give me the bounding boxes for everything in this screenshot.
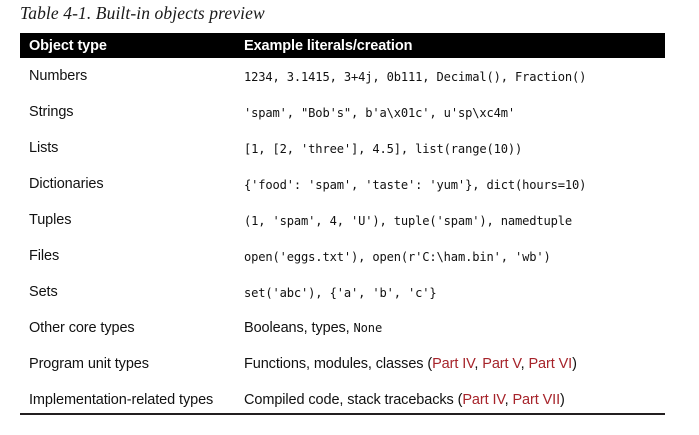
- code-literal: (1, 'spam', 4, 'U'),: [244, 213, 387, 228]
- cell-example-literals: [1, [2, 'three'], 4.5], list(range(10)): [242, 141, 665, 156]
- cell-example-literals: 1234, 3.1415, 3+4j, 0b111, Decimal(), Fr…: [242, 69, 665, 84]
- cell-object-type: Lists: [29, 140, 59, 156]
- cell-example-literals: Functions, modules, classes (Part IV, Pa…: [242, 356, 665, 372]
- code-literal: dict(hours=10): [479, 177, 587, 192]
- table-row: Other core types Booleans, types, None: [20, 310, 665, 346]
- example-text: Booleans, types,: [244, 320, 354, 336]
- column-header-object-type: Object type: [29, 37, 107, 54]
- cell-object-type: Implementation-related types: [29, 392, 214, 408]
- cell-object-type: Dictionaries: [29, 176, 104, 192]
- cell-object-type: Program unit types: [29, 356, 149, 372]
- cell-example-literals: set('abc'), {'a', 'b', 'c'}: [242, 285, 665, 300]
- example-text: Compiled code, stack tracebacks (: [244, 392, 463, 408]
- table-row: Strings 'spam', "Bob's", b'a\x01c', u'sp\…: [20, 94, 665, 130]
- table-row: Lists [1, [2, 'three'], 4.5], list(range(…: [20, 130, 665, 166]
- code-literal: open('eggs.txt'),: [244, 249, 366, 264]
- cross-reference-link[interactable]: Part VI: [528, 356, 573, 372]
- cross-reference-link[interactable]: Part VII: [512, 392, 561, 408]
- cell-object-type: Tuples: [29, 212, 72, 228]
- code-literal: set('abc'),: [244, 285, 323, 300]
- code-literal: 'spam', "Bob's",: [244, 105, 359, 120]
- cell-object-type: Numbers: [29, 68, 88, 84]
- table-row: Files open('eggs.txt'), open(r'C:\ham.bin…: [20, 238, 665, 274]
- cell-example-literals: {'food': 'spam', 'taste': 'yum'}, dict(h…: [242, 177, 665, 192]
- cross-reference-link[interactable]: Part IV: [432, 356, 475, 372]
- cell-object-type: Other core types: [29, 320, 135, 336]
- cell-example-literals: (1, 'spam', 4, 'U'), tuple('spam'), name…: [242, 213, 665, 228]
- code-literal: {'a', 'b', 'c'}: [322, 285, 437, 300]
- cell-object-type: Strings: [29, 104, 74, 120]
- table-header-row: Object type Example literals/creation: [20, 33, 665, 58]
- column-header-example-literals: Example literals/creation: [244, 37, 413, 54]
- cell-example-literals: Booleans, types, None: [242, 320, 665, 336]
- table-row: Numbers 1234, 3.1415, 3+4j, 0b111, Decima…: [20, 58, 665, 94]
- code-literal: list(range(10)): [408, 141, 523, 156]
- code-literal: 1234, 3.1415, 3+4j, 0b111,: [244, 69, 430, 84]
- builtin-objects-table: Object type Example literals/creation Nu…: [20, 33, 665, 418]
- cell-example-literals: 'spam', "Bob's", b'a\x01c', u'sp\xc4m': [242, 105, 665, 120]
- table-body: Numbers 1234, 3.1415, 3+4j, 0b111, Decima…: [20, 58, 665, 418]
- cell-object-type: Sets: [29, 284, 58, 300]
- example-text: ): [560, 392, 565, 408]
- table-bottom-rule: [20, 413, 665, 415]
- table-row: Program unit types Functions, modules, cl…: [20, 346, 665, 382]
- example-text: Functions, modules, classes (: [244, 356, 433, 372]
- cross-reference-link[interactable]: Part V: [482, 356, 521, 372]
- table-row: Sets set('abc'), {'a', 'b', 'c'}: [20, 274, 665, 310]
- code-literal: open(r'C:\ham.bin', 'wb'): [365, 249, 551, 264]
- code-literal: tuple('spam'), namedtuple: [386, 213, 573, 228]
- example-text: ,: [520, 356, 529, 372]
- example-text: ,: [504, 392, 513, 408]
- cell-example-literals: open('eggs.txt'), open(r'C:\ham.bin', 'w…: [242, 249, 665, 264]
- table-caption: Table 4-1. Built-in objects preview: [20, 3, 265, 23]
- example-text: ,: [474, 356, 483, 372]
- cross-reference-link[interactable]: Part IV: [462, 392, 505, 408]
- code-literal: None: [353, 321, 383, 335]
- code-literal: {'food': 'spam', 'taste': 'yum'},: [244, 177, 480, 192]
- cell-object-type: Files: [29, 248, 60, 264]
- table-row: Implementation-related types Compiled cod…: [20, 382, 665, 418]
- code-literal: b'a\x01c', u'sp\xc4m': [358, 105, 515, 120]
- code-literal: [1, [2, 'three'], 4.5],: [244, 141, 409, 156]
- table-row: Tuples (1, 'spam', 4, 'U'), tuple('spam')…: [20, 202, 665, 238]
- code-literal: Decimal(), Fraction(): [429, 69, 587, 84]
- table-row: Dictionaries {'food': 'spam', 'taste': 'y…: [20, 166, 665, 202]
- cell-example-literals: Compiled code, stack tracebacks (Part IV…: [242, 392, 665, 408]
- example-text: ): [572, 356, 577, 372]
